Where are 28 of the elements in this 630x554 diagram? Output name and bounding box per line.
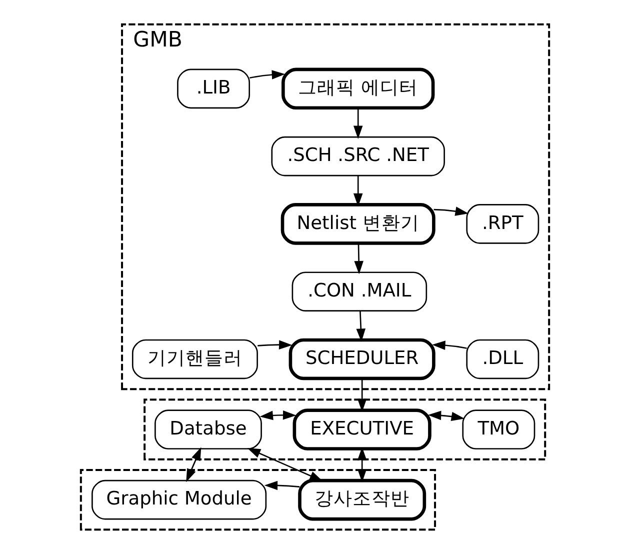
node-box: .RPT bbox=[466, 204, 540, 244]
node-box: Databse bbox=[154, 410, 262, 450]
node-box: .SCH .SRC .NET bbox=[271, 136, 445, 176]
arrow bbox=[250, 70, 286, 80]
node-box: Graphic Module bbox=[92, 480, 267, 520]
node-box: TMO bbox=[462, 410, 536, 450]
arrow bbox=[428, 410, 465, 422]
node-box: EXECUTIVE bbox=[292, 408, 432, 450]
arrow bbox=[357, 446, 367, 482]
node-box: SCHEDULER bbox=[288, 338, 436, 380]
arrow bbox=[356, 311, 366, 342]
arrow bbox=[434, 206, 469, 216]
arrow bbox=[354, 243, 364, 274]
arrow bbox=[247, 448, 323, 482]
node-box: 그래픽 에디터 bbox=[282, 68, 435, 110]
arrow bbox=[353, 176, 363, 207]
arrow bbox=[432, 340, 467, 350]
arrow bbox=[260, 410, 296, 420]
arrow bbox=[264, 480, 300, 490]
node-box: Netlist 변환기 bbox=[280, 203, 436, 245]
arrow bbox=[186, 447, 202, 482]
node-box: .LIB bbox=[177, 68, 250, 109]
node-box: 강사조작반 bbox=[298, 478, 426, 521]
node-box: .DLL bbox=[466, 339, 540, 380]
arrow bbox=[258, 340, 292, 350]
node-box: 기기핸들러 bbox=[132, 339, 258, 380]
node-box: .CON .MAIL bbox=[292, 272, 428, 312]
arrow bbox=[353, 108, 363, 139]
